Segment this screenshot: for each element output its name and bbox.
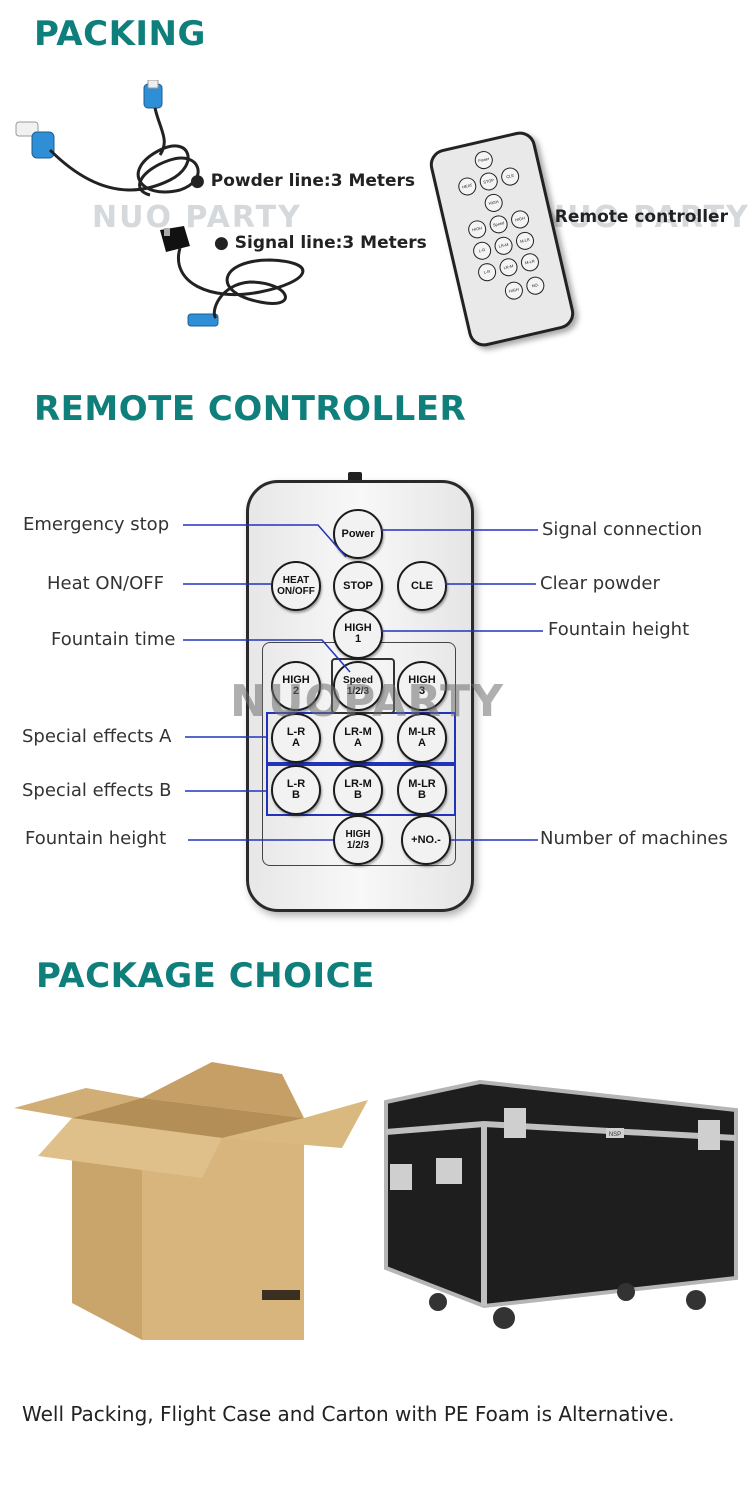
- label-special-effects-a: Special effects A: [22, 726, 172, 747]
- lrm-b-button[interactable]: LR-M B: [333, 765, 383, 815]
- number-of-machines-button[interactable]: +NO.-: [401, 815, 451, 865]
- mlr-b-button[interactable]: M-LR B: [397, 765, 447, 815]
- heat-on-off-button[interactable]: HEAT ON/OFF: [271, 561, 321, 611]
- label-heat-on-off: Heat ON/OFF: [47, 573, 164, 594]
- flight-case-logo: NSP: [609, 1132, 621, 1138]
- remote-controller-heading: REMOTE CONTROLLER: [34, 389, 467, 429]
- packing-heading: PACKING: [34, 14, 206, 54]
- high-3-button[interactable]: HIGH 3: [397, 661, 447, 711]
- signal-line-label: ● Signal line:3 Meters: [214, 233, 427, 253]
- lrm-a-button[interactable]: LR-M A: [333, 713, 383, 763]
- package-choice-heading: PACKAGE CHOICE: [36, 956, 375, 996]
- label-clear-powder: Clear powder: [540, 573, 660, 594]
- label-fountain-time: Fountain time: [51, 629, 176, 650]
- signal-line-text: Signal line:3 Meters: [234, 233, 427, 253]
- clear-button[interactable]: CLE: [397, 561, 447, 611]
- high-2-button[interactable]: HIGH 2: [271, 661, 321, 711]
- powder-line-label: ● Powder line:3 Meters: [190, 171, 416, 191]
- powder-line-cable-image: [15, 80, 200, 197]
- label-fountain-height-right: Fountain height: [548, 619, 690, 640]
- label-emergency-stop: Emergency stop: [23, 514, 170, 535]
- watermark-packing-right: NUO PARTY: [540, 200, 750, 235]
- signal-line-cable-image: [160, 226, 305, 327]
- high-123-button[interactable]: HIGH 1/2/3: [333, 815, 383, 865]
- carton-box-image: [14, 1062, 368, 1340]
- lr-b-button[interactable]: L-R B: [271, 765, 321, 815]
- flight-case-image: NSP: [384, 1080, 738, 1329]
- leader-line-emergency-stop: [183, 524, 347, 558]
- leader-line-fountain-time: [183, 639, 351, 673]
- watermark-remote: NUOPARTY: [230, 676, 504, 727]
- label-fountain-height-left: Fountain height: [25, 828, 167, 849]
- label-special-effects-b: Special effects B: [22, 780, 172, 801]
- label-signal-connection: Signal connection: [542, 519, 703, 540]
- high-1-button[interactable]: HIGH 1: [333, 609, 383, 659]
- mlr-a-button[interactable]: M-LR A: [397, 713, 447, 763]
- powder-line-text: Powder line:3 Meters: [210, 171, 416, 191]
- speed-button[interactable]: Speed 1/2/3: [333, 661, 383, 711]
- label-number-of-machines: Number of machines: [540, 828, 728, 849]
- package-caption: Well Packing, Flight Case and Carton wit…: [22, 1402, 675, 1426]
- lr-a-button[interactable]: L-R A: [271, 713, 321, 763]
- stop-button[interactable]: STOP: [333, 561, 383, 611]
- watermark-packing-left: NUO PARTY: [92, 200, 302, 235]
- remote-controller-text: Remote controller: [554, 207, 728, 227]
